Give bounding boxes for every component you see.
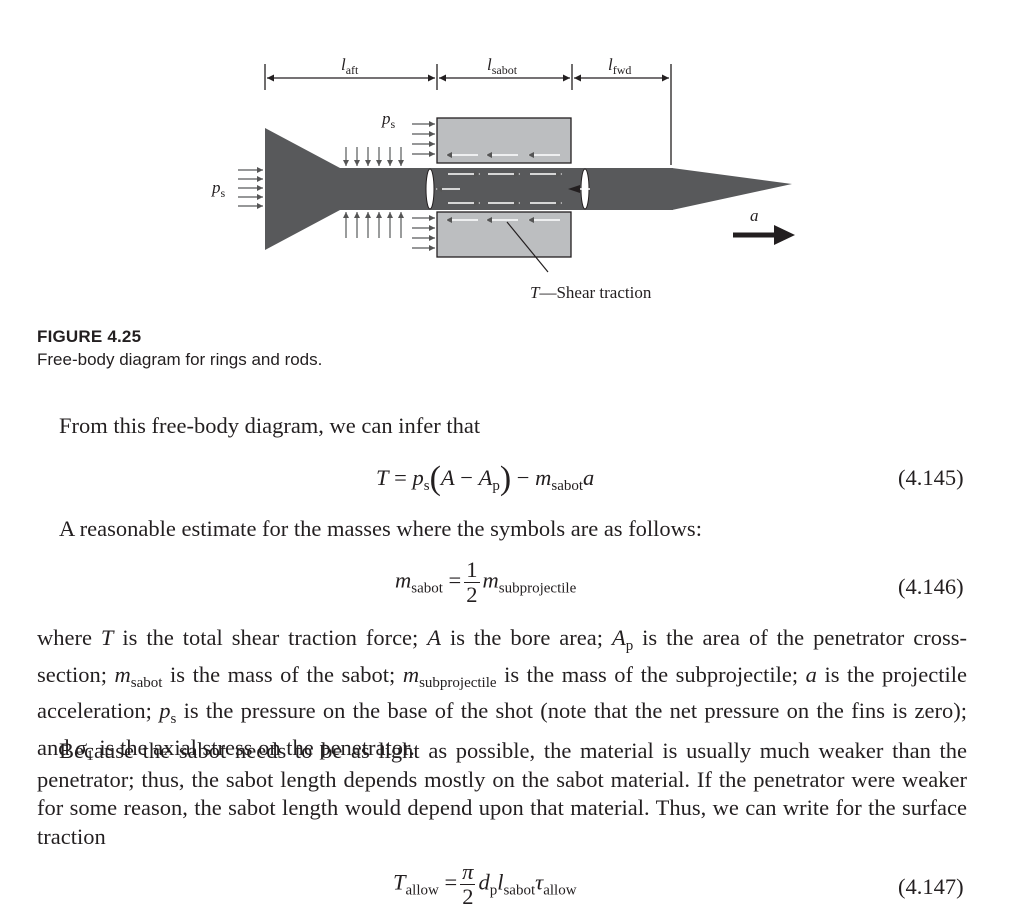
- sabot-lower: [436, 211, 572, 258]
- paragraph-4: Because the sabot needs to be as light a…: [37, 738, 967, 849]
- fin-pressure-arrows-top: [343, 147, 404, 166]
- equation-4-145: T = ps(A − Ap) − msabota: [376, 460, 595, 497]
- sabot-upper: [436, 117, 572, 164]
- section-cut-left: [425, 168, 435, 210]
- label-l-sabot: lsabot: [487, 55, 518, 77]
- label-ps-left: ps: [211, 178, 226, 200]
- figure-caption-text: Free-body diagram for rings and rods.: [37, 350, 323, 369]
- base-pressure-arrows: [238, 167, 263, 209]
- fin-assembly: [265, 128, 340, 250]
- equation-number-4-147: (4.147): [898, 874, 964, 899]
- free-body-diagram: laft lsabot lfwd: [211, 55, 795, 302]
- equation-number-4-145: (4.145): [898, 465, 964, 490]
- penetrator-nose: [672, 168, 792, 210]
- fin-pressure-arrows-bottom: [343, 212, 404, 238]
- label-l-aft: laft: [341, 55, 359, 77]
- acceleration-arrowhead: [774, 225, 795, 245]
- label-ps-top: ps: [381, 109, 396, 131]
- paragraph-1: From this free-body diagram, we can infe…: [59, 413, 481, 438]
- paragraph-2: A reasonable estimate for the masses whe…: [59, 516, 702, 541]
- figure-caption-label: FIGURE 4.25: [37, 327, 142, 346]
- shear-traction-arrows: [446, 152, 562, 223]
- shear-leader-line: [506, 221, 549, 273]
- equation-number-4-146: (4.146): [898, 574, 964, 599]
- label-shear-traction: T—Shear traction: [530, 283, 652, 302]
- paragraph-3: where T is the total shear traction forc…: [37, 625, 968, 764]
- axial-arrowhead-right: [568, 185, 580, 193]
- sabot-pressure-arrows: [412, 121, 435, 251]
- dimension-lines: [264, 64, 672, 165]
- label-l-fwd: lfwd: [608, 55, 631, 77]
- label-acceleration: a: [750, 206, 759, 225]
